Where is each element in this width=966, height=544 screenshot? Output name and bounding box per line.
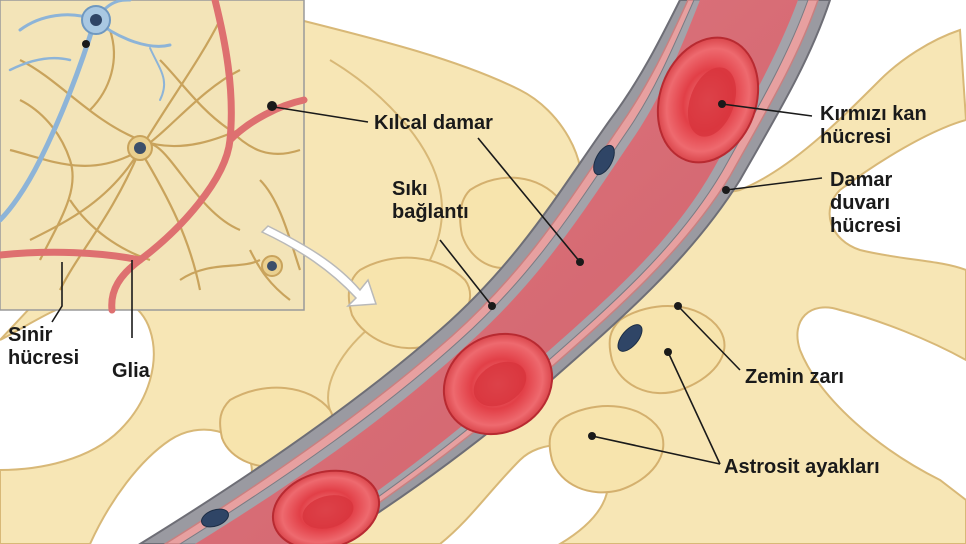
label-glia: Glia <box>112 360 150 382</box>
label-kilcal-damar: Kılcal damar <box>374 112 493 134</box>
label-astrosit-ayaklari: Astrosit ayakları <box>724 456 880 478</box>
zoom-arrow <box>260 225 378 307</box>
inset-panel <box>0 0 308 314</box>
inset-capillary <box>0 0 308 314</box>
inset-glia-cell <box>127 135 283 277</box>
inset-capillary-marker <box>267 101 277 111</box>
red-blood-cell-top <box>656 36 760 164</box>
inset-neuron-nucleus <box>90 14 102 26</box>
leader-lines <box>51 103 823 465</box>
label-sinir-hucresi-line1: Sinir <box>8 324 53 346</box>
endothelial-nuclei <box>201 144 643 528</box>
label-damar-duvari-hucresi-line2: duvarı <box>830 192 891 214</box>
red-blood-cell-middle <box>442 332 554 436</box>
label-sinir-hucresi: Sinir hücresi <box>8 324 79 370</box>
label-siki-baglanti-line1: Sıkı <box>392 178 428 200</box>
label-zemin-zari: Zemin zarı <box>745 366 844 388</box>
label-siki-baglanti: Sıkı bağlantı <box>392 178 469 224</box>
label-damar-duvari-hucresi-line1: Damar <box>830 169 893 191</box>
label-kirmizi-kan-hucresi-line1: Kırmızı kan <box>820 103 927 125</box>
inset-neuron-marker <box>82 40 90 48</box>
red-blood-cell-bottom <box>271 469 381 544</box>
label-kirmizi-kan-hucresi-line2: hücresi <box>820 126 892 148</box>
leader-dots <box>488 100 730 440</box>
label-damar-duvari-hucresi-line3: hücresi <box>830 215 902 237</box>
label-siki-baglanti-line2: bağlantı <box>392 201 469 223</box>
red-blood-cells <box>271 36 760 544</box>
label-sinir-hucresi-line2: hücresi <box>8 347 80 369</box>
label-damar-duvari-hucresi: Damar duvarı hücresi <box>830 169 901 238</box>
label-kirmizi-kan-hucresi: Kırmızı kan hücresi <box>820 103 927 149</box>
